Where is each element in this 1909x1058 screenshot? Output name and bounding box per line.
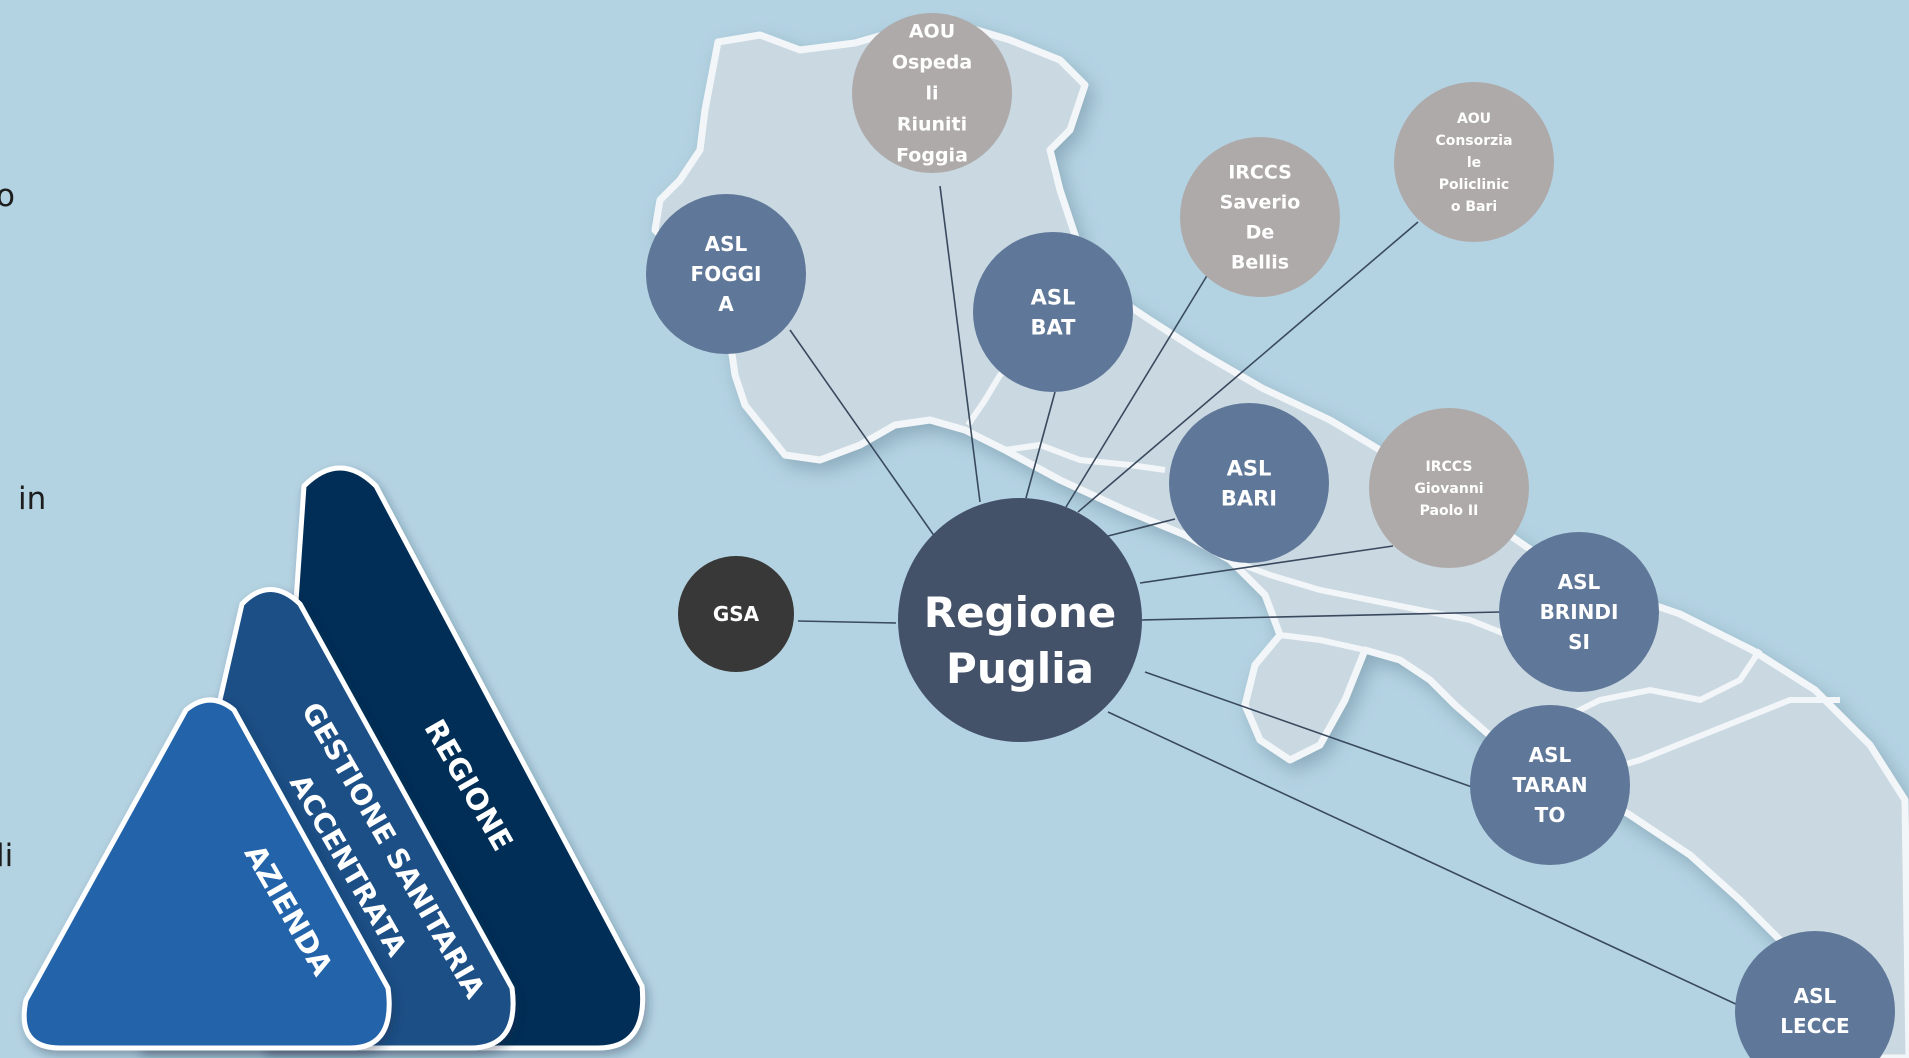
node-circle-asl-brindisi [1499,532,1659,692]
node-circle-asl-bat [973,232,1133,392]
node-label-irccs-saverio-de-bellis-line-4: Bellis [1231,252,1289,274]
node-label-asl-foggia-line-3: A [718,292,734,316]
province-border-4 [1279,632,1366,653]
node-asl-lecce[interactable]: ASL LECCE [1735,931,1895,1058]
node-asl-foggia[interactable]: ASL FOGGI A [646,194,806,354]
hub-label-line-1: Regione [924,588,1117,637]
node-label-asl-lecce-line-2: LECCE [1780,1014,1849,1038]
node-label-asl-taranto-line-1: ASL [1529,743,1572,767]
node-circle-irccs-giovanni-paolo-ii [1369,408,1529,568]
node-label-asl-bari-line-2: BARI [1221,486,1277,510]
province-border-6 [1569,697,1840,783]
connector-aou-consorziale-policlinico-bari [1077,221,1419,513]
node-label-asl-taranto-line-3: TO [1535,803,1566,827]
hierarchy-triangle: REGIONE GESTIONE SANITARIA ACCENTRATA AZ… [21,465,646,1051]
node-label-aou-consorziale-policlinico-bari-line-1: AOU [1457,111,1491,127]
node-label-irccs-giovanni-paolo-ii-line-1: IRCCS [1426,459,1473,475]
node-label-asl-brindisi-line-2: BRINDI [1540,600,1619,624]
triangle-level-azienda [21,697,392,1051]
connector-irccs-giovanni-paolo-ii [1139,545,1394,584]
regione-puglia-hub[interactable]: Regione Puglia [898,498,1142,742]
node-label-asl-bat-line-1: ASL [1031,285,1076,309]
node-circle-asl-bari [1169,403,1329,563]
node-circle-aou-ospedali-riuniti-foggia [852,13,1012,173]
node-asl-brindisi[interactable]: ASL BRINDI SI [1499,532,1659,692]
node-label-aou-ospedali-riuniti-foggia-line-3: li [925,83,938,105]
node-label-aou-consorziale-policlinico-bari-line-3: le [1467,155,1481,171]
node-circle-aou-consorziale-policlinico-bari [1394,82,1554,242]
cut-text-fragment-2: in [18,481,47,517]
node-label-asl-lecce-line-1: ASL [1794,984,1837,1008]
connector-lines [789,185,1741,1007]
province-border-3 [1228,557,1522,643]
node-label-asl-brindisi-line-1: ASL [1558,570,1601,594]
node-label-irccs-giovanni-paolo-ii-line-2: Giovanni [1414,481,1483,497]
node-circle-asl-foggia [646,194,806,354]
node-label-aou-consorziale-policlinico-bari-line-4: Policlinic [1439,177,1509,193]
node-gsa[interactable]: GSA [678,556,794,672]
connector-asl-bari [1107,518,1176,537]
connector-asl-foggia [789,329,936,538]
node-label-aou-consorziale-policlinico-bari-line-5: o Bari [1451,199,1497,215]
cut-text-fragment-3: li [0,838,14,874]
connector-gsa [797,620,897,624]
node-asl-bari[interactable]: ASL BARI [1169,403,1329,563]
node-asl-bat[interactable]: ASL BAT [973,232,1133,392]
node-label-irccs-saverio-de-bellis-line-2: Saverio [1220,192,1301,214]
node-label-asl-foggia-line-1: ASL [705,232,748,256]
connector-asl-lecce [1107,711,1741,1007]
node-label-aou-ospedali-riuniti-foggia-line-5: Foggia [896,145,968,167]
connector-asl-brindisi [1141,611,1501,621]
province-border-2 [1004,441,1166,473]
node-label-asl-taranto-line-2: TARAN [1512,773,1587,797]
node-label-asl-bari-line-1: ASL [1227,456,1272,480]
node-label-irccs-saverio-de-bellis-line-3: De [1246,222,1275,244]
connector-asl-taranto [1144,671,1473,788]
node-label-aou-ospedali-riuniti-foggia-line-4: Riuniti [897,114,967,136]
node-circle-irccs-saverio-de-bellis [1180,137,1340,297]
node-label-asl-bat-line-2: BAT [1031,315,1077,339]
hub-label-line-2: Puglia [946,644,1094,693]
hub-circle [898,498,1142,742]
node-label-asl-brindisi-line-3: SI [1568,630,1590,654]
node-circle-asl-taranto [1470,705,1630,865]
node-label-gsa-line-1: GSA [713,602,760,626]
connector-irccs-saverio-de-bellis [1065,273,1209,508]
node-label-aou-ospedali-riuniti-foggia-line-2: Ospeda [892,52,972,74]
cut-text-fragment-1: o [0,178,15,214]
node-circle-gsa [678,556,794,672]
node-label-aou-ospedali-riuniti-foggia-line-1: AOU [909,21,955,43]
node-label-asl-foggia-line-2: FOGGI [691,262,762,286]
node-label-irccs-saverio-de-bellis-line-1: IRCCS [1228,162,1292,184]
connector-asl-bat [1025,391,1056,499]
connector-aou-ospedali-riuniti-foggia [939,185,981,503]
node-label-irccs-giovanni-paolo-ii-line-3: Paolo II [1420,503,1479,519]
node-asl-taranto[interactable]: ASL TARAN TO [1470,705,1630,865]
node-circle-asl-lecce [1735,931,1895,1058]
node-label-aou-consorziale-policlinico-bari-line-2: Consorzia [1435,133,1512,149]
